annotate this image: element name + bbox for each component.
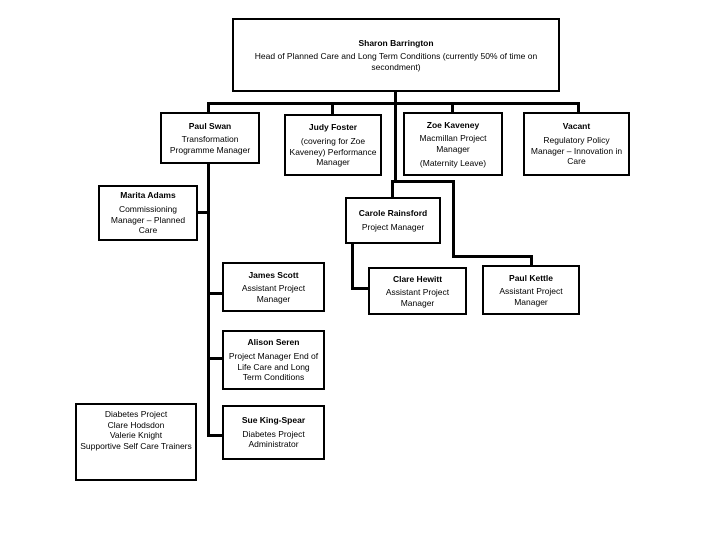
connector-line	[451, 102, 454, 113]
person-name: Judy Foster	[308, 122, 358, 133]
org-box-james-scott: James Scott Assistant Project Manager	[222, 262, 325, 312]
org-box-vacant: Vacant Regulatory Policy Manager – Innov…	[523, 112, 630, 176]
person-name: Vacant	[562, 121, 591, 132]
org-box-paul-swan: Paul Swan Transformation Programme Manag…	[160, 112, 260, 164]
person-note: (Maternity Leave)	[419, 157, 487, 168]
connector-line	[208, 292, 223, 295]
org-box-marita-adams: Marita Adams Commissioning Manager – Pla…	[98, 185, 198, 241]
org-box-clare-hewitt: Clare Hewitt Assistant Project Manager	[368, 267, 467, 315]
person-name: Paul Kettle	[509, 272, 553, 283]
org-box-zoe-kaveney: Zoe Kaveney Macmillan Project Manager (M…	[403, 112, 503, 176]
org-box-judy-foster: Judy Foster (covering for Zoe Kaveney) P…	[284, 114, 382, 176]
person-role: Diabetes Project Administrator	[242, 428, 305, 450]
connector-line	[394, 92, 397, 104]
person-role: Head of Planned Care and Long Term Condi…	[254, 51, 538, 72]
person-role: Macmillan Project Manager	[419, 133, 487, 154]
person-role: Project Manager	[361, 222, 425, 232]
connector-line	[394, 102, 397, 183]
person-name: Clare Hewitt	[392, 273, 443, 284]
team-member: Supportive Self Care Trainers	[80, 440, 192, 451]
connector-line	[331, 102, 334, 115]
person-role: Project Manager End of Life Care and Lon…	[228, 350, 319, 383]
person-role: Regulatory Policy Manager – Innovation i…	[530, 134, 623, 167]
person-name: James Scott	[248, 269, 299, 280]
team-title: Diabetes Project	[104, 409, 168, 419]
person-name: Sue King-Spear	[241, 415, 306, 426]
org-box-diabetes-project-team: Diabetes Project Clare Hodsdon Valerie K…	[75, 403, 197, 481]
person-role: Assistant Project Manager	[241, 283, 306, 304]
connector-line	[530, 255, 533, 266]
connector-line	[207, 163, 210, 437]
person-role: Assistant Project Manager	[499, 286, 563, 307]
person-name: Marita Adams	[120, 190, 176, 201]
connector-line	[452, 180, 455, 258]
person-name: Paul Swan	[188, 120, 232, 131]
connector-line	[351, 242, 354, 290]
connector-line	[577, 102, 580, 113]
connector-line	[351, 287, 369, 290]
person-role: Transformation Programme Manager	[169, 134, 251, 155]
person-name: Zoe Kaveney	[426, 119, 480, 130]
person-name: Carole Rainsford	[358, 208, 428, 219]
person-role: (covering for Zoe Kaveney) Performance M…	[289, 135, 377, 168]
org-box-alison-seren: Alison Seren Project Manager End of Life…	[222, 330, 325, 390]
org-box-sharon-barrington: Sharon Barrington Head of Planned Care a…	[232, 18, 560, 92]
org-box-sue-king-spear: Sue King-Spear Diabetes Project Administ…	[222, 405, 325, 460]
connector-line	[208, 357, 223, 360]
person-name: Alison Seren	[247, 337, 300, 348]
connector-line	[197, 211, 208, 214]
connector-line	[391, 180, 455, 183]
team-member: Valerie Knight	[109, 430, 163, 441]
org-box-paul-kettle: Paul Kettle Assistant Project Manager	[482, 265, 580, 315]
person-role: Commissioning Manager – Planned Care	[110, 203, 186, 236]
connector-line	[207, 102, 580, 105]
person-role: Assistant Project Manager	[385, 287, 450, 308]
team-member: Clare Hodsdon	[107, 419, 165, 430]
connector-line	[452, 255, 533, 258]
connector-line	[208, 434, 223, 437]
connector-line	[391, 180, 394, 198]
connector-line	[207, 102, 210, 113]
org-box-carole-rainsford: Carole Rainsford Project Manager	[345, 197, 441, 244]
person-name: Sharon Barrington	[358, 37, 434, 48]
